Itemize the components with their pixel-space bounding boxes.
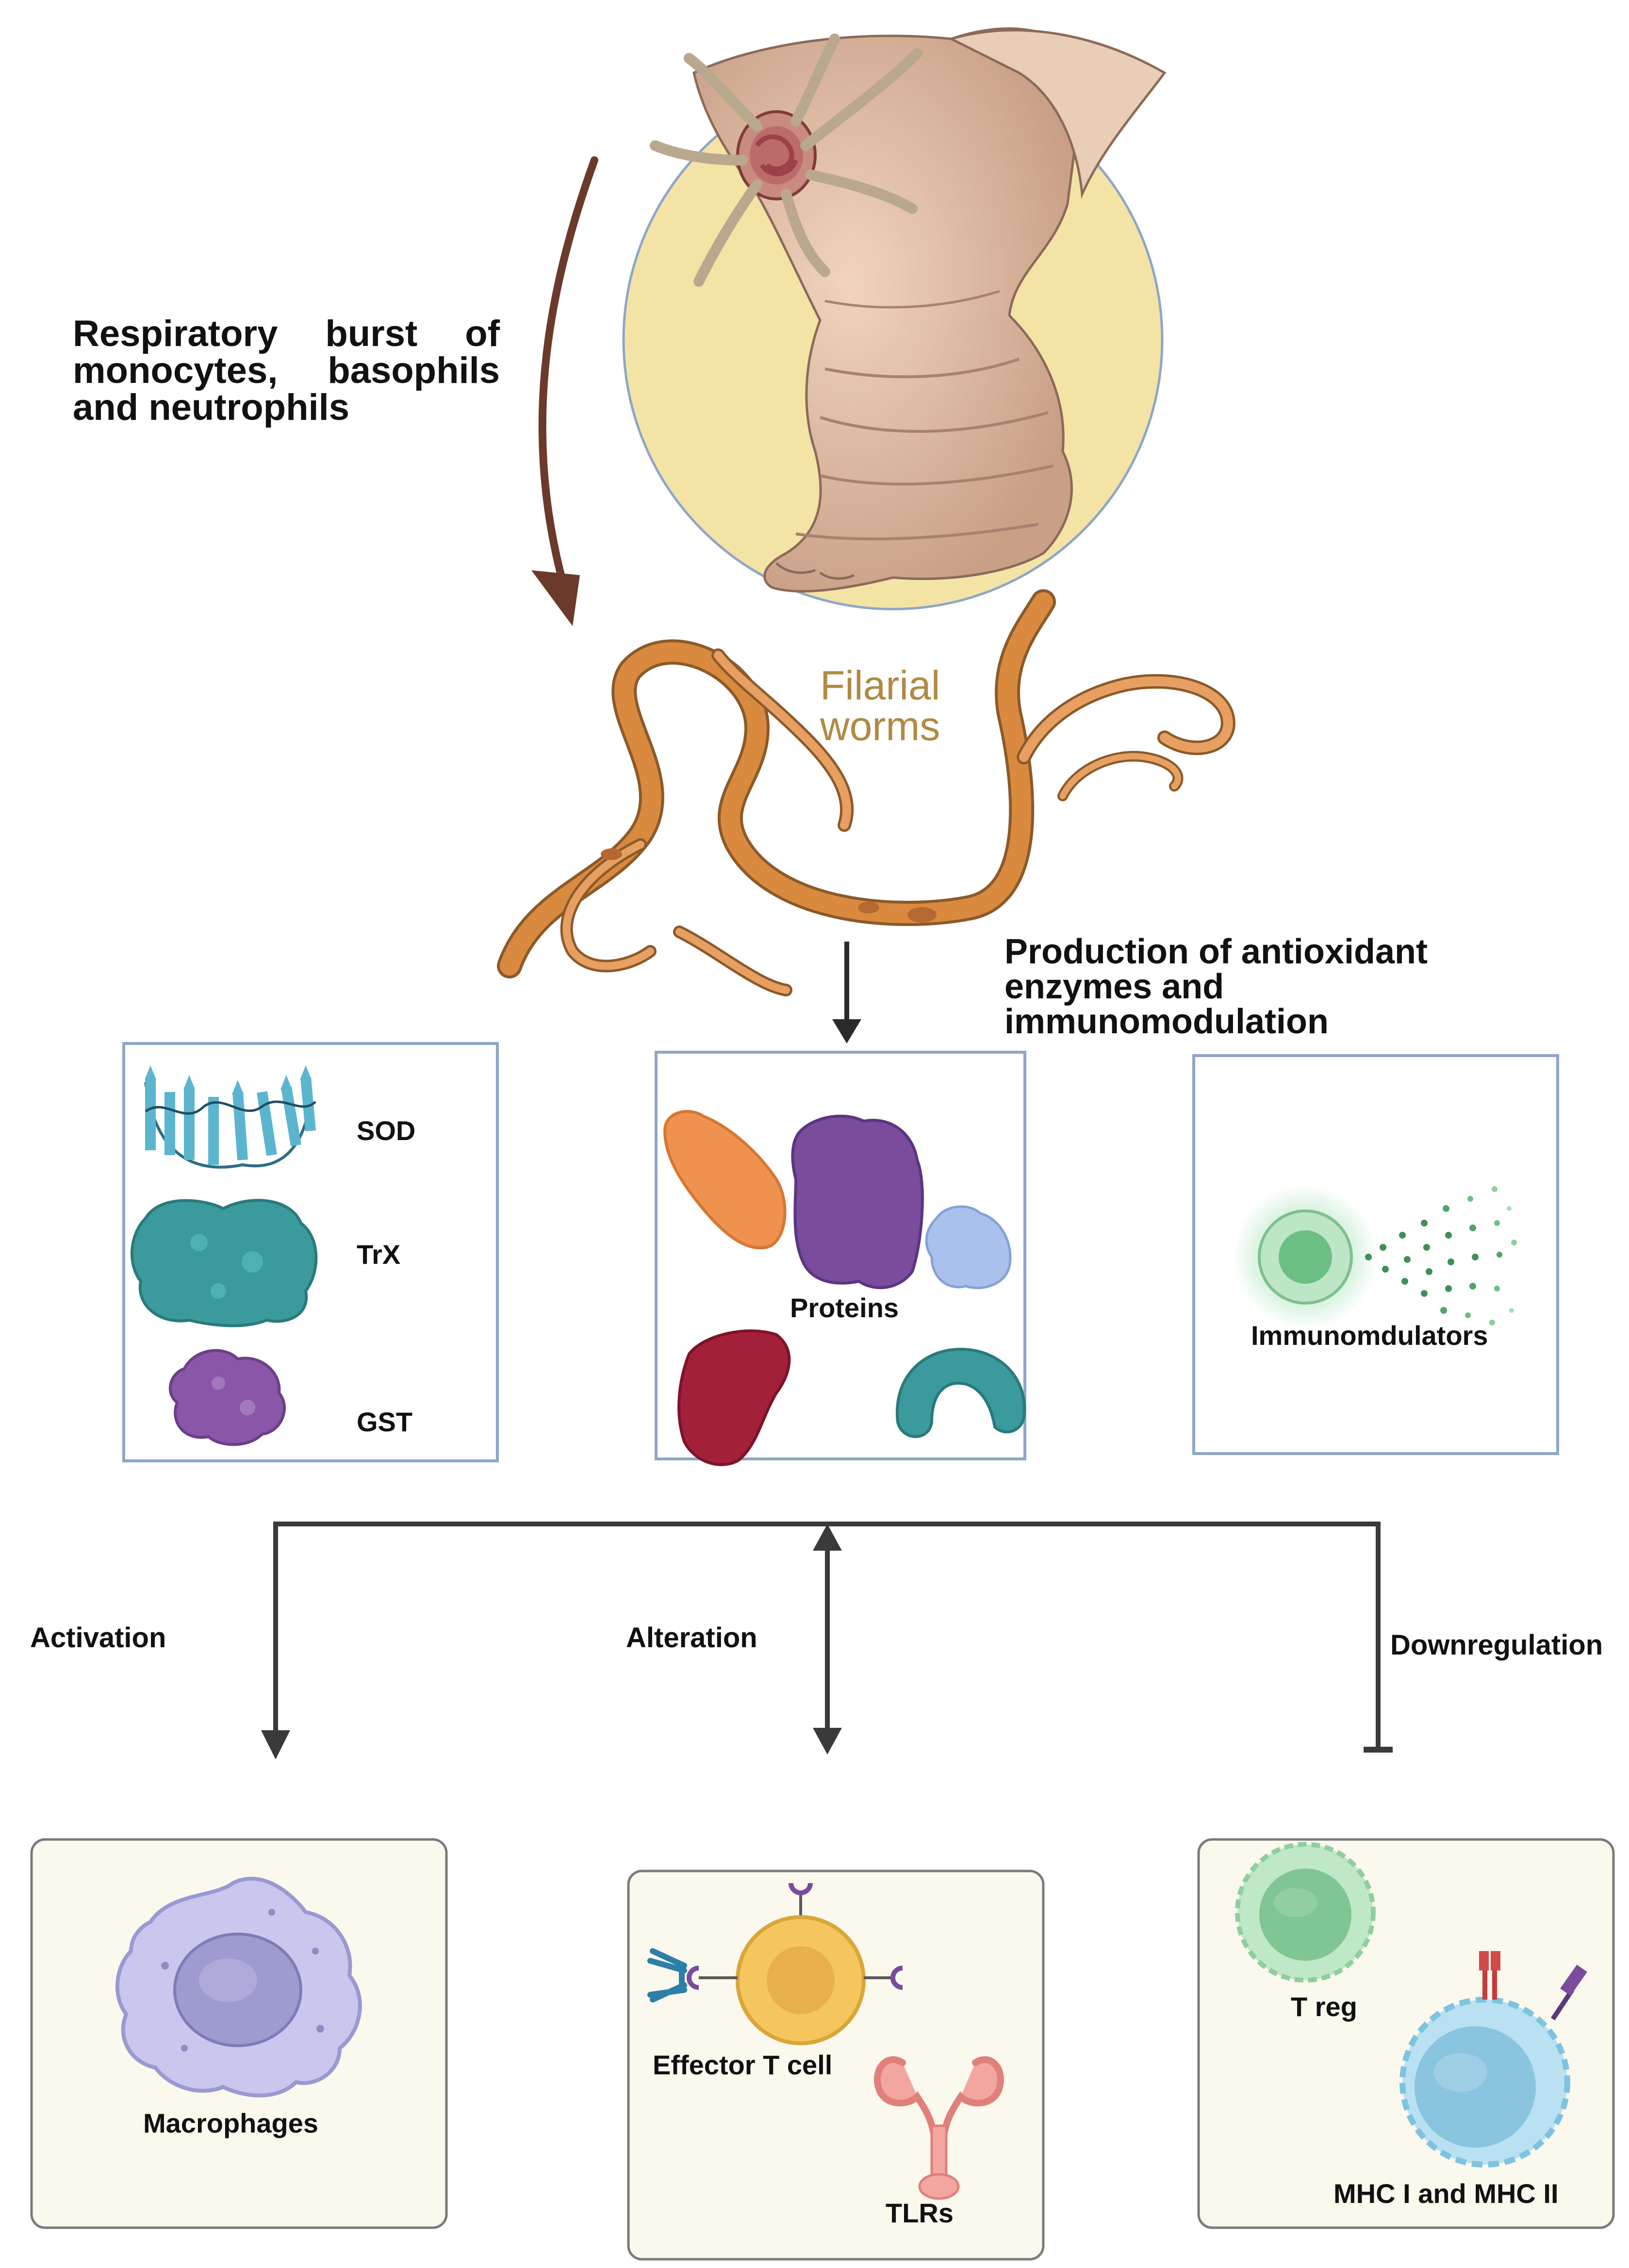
immunomodulators-label: Immunomdulators — [1251, 1320, 1488, 1351]
alteration-label: Alteration — [626, 1622, 757, 1654]
respiratory-burst-word-2: burst — [325, 313, 418, 354]
gst-protein-blob-icon — [168, 1349, 286, 1446]
macrophage-cell-icon — [115, 1876, 362, 2098]
respiratory-burst-line-1: Respiratory burst of — [73, 315, 500, 352]
respiratory-burst-word-4: monocytes, — [73, 350, 278, 391]
effector-t-cell-icon — [647, 1883, 903, 2045]
respiratory-burst-line-3: and neutrophils — [73, 387, 349, 428]
effector-t-cell-label: Effector T cell — [653, 2050, 833, 2080]
activation-label: Activation — [30, 1622, 166, 1654]
proteins-box — [655, 1051, 1026, 1466]
tlrs-label: TLRs — [886, 2198, 954, 2228]
macrophages-label: Macrophages — [143, 2108, 318, 2138]
filarial-worms-line-1: Filarial — [820, 662, 940, 708]
elephantiasis-limb-illustration — [622, 27, 1167, 611]
production-line-1: Production of antioxidant — [1004, 932, 1428, 971]
gst-label: GST — [357, 1407, 413, 1437]
mhc-cell-icon — [1399, 1951, 1587, 2168]
respiratory-burst-word-5: basophils — [328, 350, 500, 391]
production-label: Production of antioxidant enzymes and im… — [1004, 934, 1428, 1039]
downregulation-label: Downregulation — [1390, 1629, 1603, 1661]
trx-protein-blob-icon — [130, 1199, 318, 1327]
immunomodulator-cell-icon — [1233, 1184, 1517, 1330]
antioxidant-enzymes-box — [122, 1042, 499, 1462]
mhc-label: MHC I and MHC II — [1333, 2178, 1559, 2209]
treg-cell-icon — [1235, 1842, 1376, 1983]
protein-blob-icon — [663, 1110, 1026, 1466]
respiratory-burst-word-1: Respiratory — [73, 313, 278, 354]
filarial-worm-illustration — [497, 589, 1235, 996]
activation-arrowhead — [261, 1730, 290, 1759]
sod-beta-sheet-icon — [144, 1065, 316, 1169]
production-line-3: immunomodulation — [1004, 1002, 1329, 1041]
immunomodulators-box — [1192, 1054, 1559, 1455]
respiratory-burst-label: Respiratory burst of monocytes, basophil… — [73, 315, 500, 426]
filarial-worms-label: Filarial worms — [820, 665, 940, 746]
sod-label: SOD — [357, 1115, 416, 1146]
alteration-arrowhead-down — [813, 1728, 842, 1755]
respiratory-burst-line-2: monocytes, basophils — [73, 352, 500, 389]
filarial-worms-line-2: worms — [820, 703, 940, 749]
proteins-label: Proteins — [790, 1292, 899, 1323]
production-arrow — [832, 942, 861, 1043]
alteration-arrowhead-up — [813, 1524, 842, 1551]
production-line-2: enzymes and — [1004, 967, 1224, 1006]
respiratory-burst-word-3: of — [465, 313, 500, 354]
respiratory-burst-arrow — [531, 156, 598, 626]
t-reg-label: T reg — [1291, 1991, 1357, 2022]
branching-arrows — [273, 1522, 1393, 1753]
tlr-receptor-icon — [874, 2056, 1004, 2200]
trx-label: TrX — [357, 1239, 401, 1270]
